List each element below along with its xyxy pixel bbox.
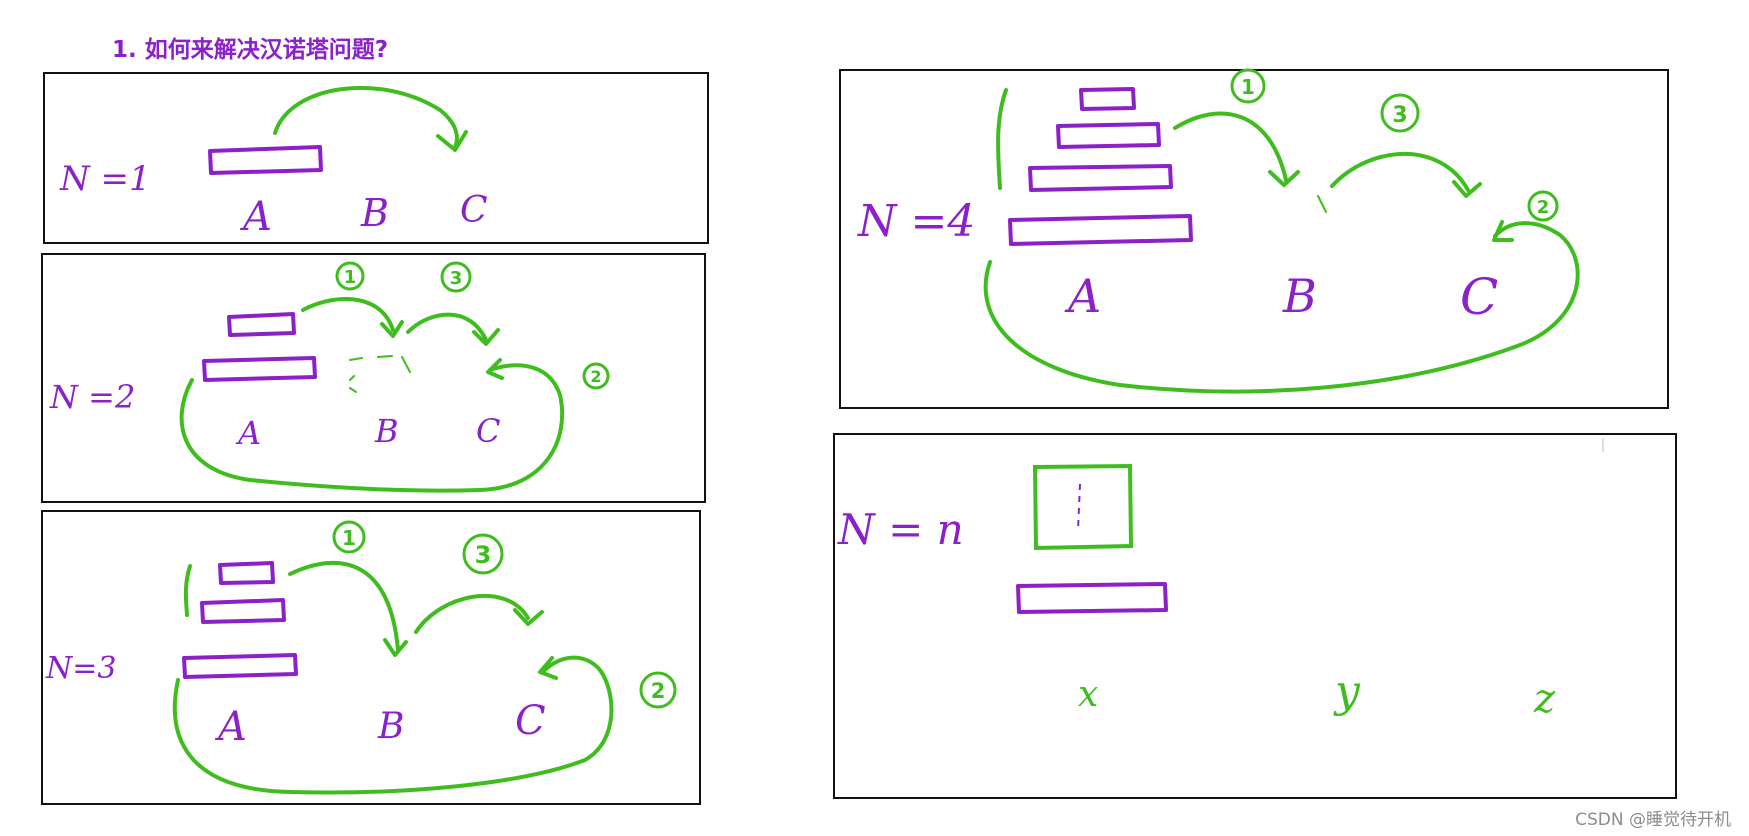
step-badge <box>440 261 472 293</box>
watermark: CSDN @睡觉待开机 <box>1575 810 1731 830</box>
step-label-2: 2 <box>590 367 601 386</box>
step-label-3: 3 <box>475 541 492 569</box>
peg-label-x: x <box>1078 674 1098 715</box>
step-label-2: 2 <box>1537 197 1550 218</box>
panel-n2-frame <box>41 253 706 503</box>
disk <box>208 145 323 175</box>
panel-n3-label: N=3 <box>45 651 116 686</box>
peg-label-b: B <box>377 706 404 747</box>
panel-n4-label: N =4 <box>857 196 975 247</box>
peg-label-a: A <box>239 194 272 240</box>
arrow-head <box>513 608 544 626</box>
move-arrow-1 <box>301 296 395 332</box>
arrow-head <box>1268 170 1300 187</box>
move-arrow <box>273 85 459 150</box>
disk <box>1079 87 1136 111</box>
step-label-1: 1 <box>344 267 357 288</box>
peg-label-a: A <box>235 414 261 452</box>
disk <box>1016 582 1168 614</box>
step-badge <box>1380 93 1420 133</box>
panel-n4: N =4 A B C 1 3 2 <box>839 68 1669 409</box>
arrow-head <box>1452 180 1482 198</box>
ghost-disk <box>349 355 411 393</box>
move-arrow-2 <box>983 221 1580 394</box>
panel-n2: N =2 A B C 1 3 2 <box>41 253 706 503</box>
arrow-head <box>436 130 468 152</box>
disk <box>227 312 296 337</box>
step-badge <box>1527 190 1559 222</box>
panel-nn: N = n x y z <box>833 433 1677 799</box>
disk <box>1008 214 1193 246</box>
tick-mark <box>1317 195 1327 213</box>
arrow-head <box>383 638 408 657</box>
peg-label-c: C <box>476 412 500 450</box>
arrow-head <box>1492 220 1514 242</box>
panel-n1: N =1 A B C <box>43 72 709 244</box>
panel-nn-frame <box>833 433 1677 799</box>
step-badge <box>332 520 366 554</box>
arrow-head <box>486 358 504 380</box>
step-label-1: 1 <box>342 526 356 550</box>
peg-label-b: B <box>1282 269 1317 323</box>
disk <box>200 598 286 624</box>
peg-label-c: C <box>515 698 546 744</box>
arrow-head <box>472 328 500 346</box>
disk <box>1028 164 1173 192</box>
arrow-head <box>380 320 404 338</box>
peg-label-c: C <box>1460 268 1498 326</box>
panel-n3-frame <box>41 510 701 805</box>
step-badge <box>639 671 677 709</box>
peg-label-y: y <box>1333 666 1361 717</box>
disk <box>218 561 275 585</box>
peg-label-a: A <box>1064 269 1101 323</box>
peg-label-c: C <box>460 190 488 231</box>
step-label-3: 3 <box>450 268 463 289</box>
move-arrow-3 <box>406 312 488 342</box>
peg-label-a: A <box>214 704 247 750</box>
move-arrow-3 <box>414 593 530 634</box>
move-arrow-2 <box>172 655 614 795</box>
stack-brace <box>996 88 1008 190</box>
step-badge <box>1230 68 1266 104</box>
page-heading: 1. 如何来解决汉诺塔问题? <box>112 37 389 63</box>
peg-label-b: B <box>374 412 399 450</box>
step-label-2: 2 <box>651 679 666 703</box>
disk <box>202 356 317 382</box>
arrow-head <box>538 656 558 680</box>
step-label-1: 1 <box>1241 75 1255 99</box>
step-badge <box>582 362 610 390</box>
panel-n1-label: N =1 <box>59 159 151 199</box>
move-arrow-3 <box>1330 151 1470 192</box>
stack-brace <box>183 564 192 617</box>
panel-n1-frame <box>43 72 709 244</box>
panel-n3: N=3 A B C 1 3 2 <box>41 510 701 805</box>
peg-label-b: B <box>360 191 389 235</box>
stack-divider <box>1077 483 1081 531</box>
panel-n2-label: N =2 <box>49 378 135 416</box>
step-badge <box>335 261 365 291</box>
disk <box>182 653 298 679</box>
step-badge <box>462 533 504 575</box>
panel-nn-label: N = n <box>837 505 964 554</box>
disk <box>1056 122 1161 149</box>
move-arrow-1 <box>1173 111 1288 182</box>
move-arrow-1 <box>288 560 400 652</box>
peg-label-z: z <box>1533 676 1556 722</box>
move-arrow-2 <box>179 363 565 493</box>
step-label-3: 3 <box>1392 103 1407 128</box>
upper-stack-box <box>1032 463 1134 551</box>
